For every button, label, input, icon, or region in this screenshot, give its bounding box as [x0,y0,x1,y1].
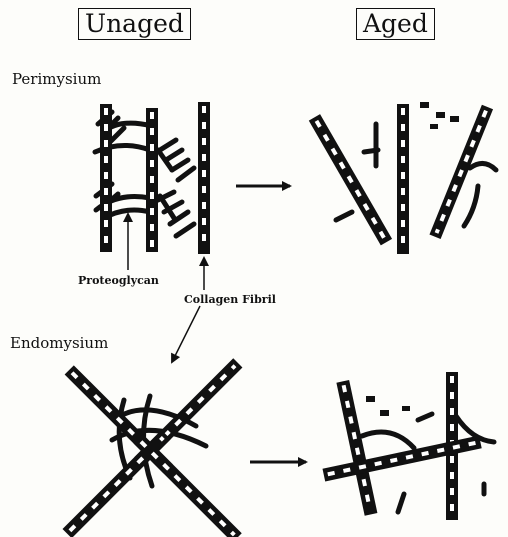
unaged-perimysium-network [95,102,210,254]
aged-perimysium-network [309,102,496,254]
fragment [362,432,414,448]
fragment [430,124,438,129]
fragment [470,163,496,170]
fragment [402,406,410,411]
unaged-endomysium-lattice [63,358,243,537]
fragment [418,414,432,420]
fragment [450,116,459,122]
fragment [464,186,478,226]
collagen-fibril-pointer-bottom [172,306,200,362]
fragment [336,212,352,220]
fragment [398,494,404,512]
aged-endomysium-network [323,372,494,520]
fragment [420,102,429,108]
fragment [456,416,494,442]
fragment [380,410,389,416]
fragment [364,150,378,152]
fragment [366,396,375,402]
fragment [436,112,445,118]
